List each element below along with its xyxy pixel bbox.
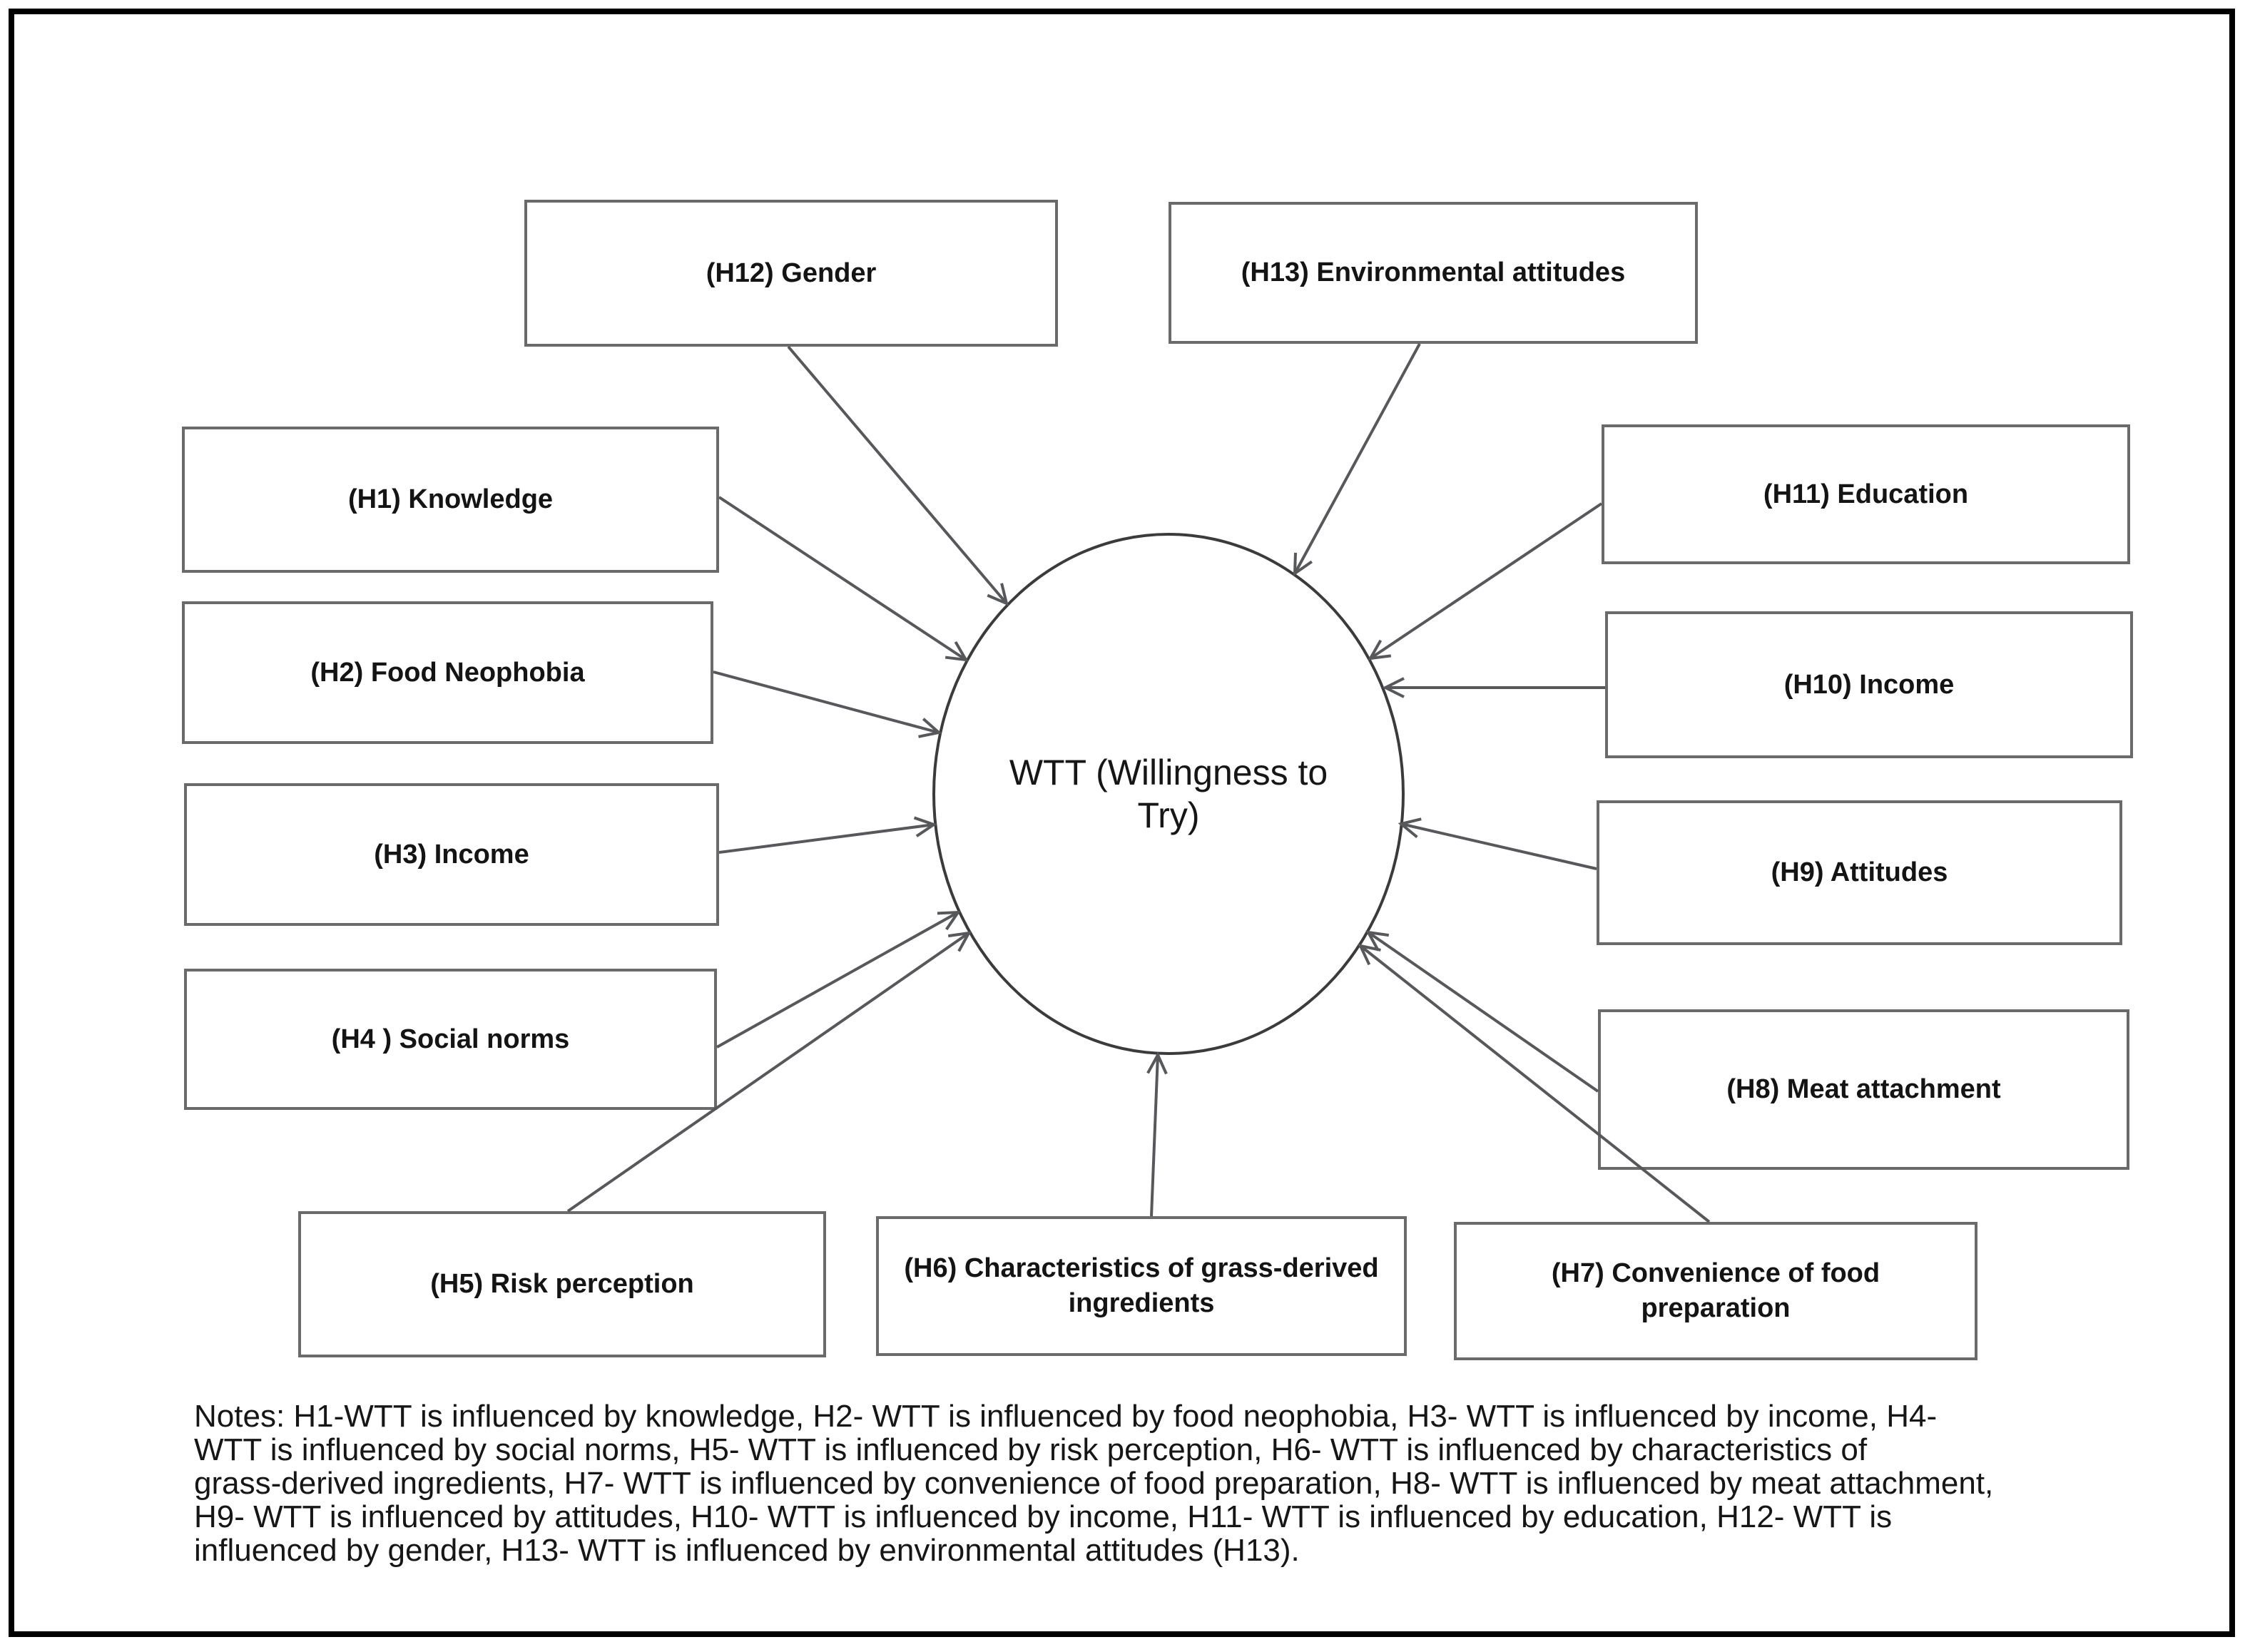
notes-line: H9- WTT is influenced by attitudes, H10-… bbox=[194, 1499, 1893, 1534]
wtt-label-line2: Try) bbox=[1137, 795, 1200, 835]
node-h10-income: (H10) Income bbox=[1605, 611, 2133, 758]
node-h6-characteristics: (H6) Characteristics of grass-derived in… bbox=[876, 1216, 1407, 1356]
node-h8-meat-attachment: (H8) Meat attachment bbox=[1598, 1009, 2129, 1170]
node-h2-food-neophobia: (H2) Food Neophobia bbox=[182, 601, 713, 744]
node-h4-social-norms: (H4 ) Social norms bbox=[184, 969, 717, 1110]
node-h3-income: (H3) Income bbox=[184, 783, 719, 926]
node-h1-knowledge: (H1) Knowledge bbox=[182, 427, 719, 573]
node-h7-convenience: (H7) Convenience of food preparation bbox=[1454, 1222, 1977, 1360]
figure-notes: Notes: H1-WTT is influenced by knowledge… bbox=[194, 1399, 2192, 1567]
node-h9-attitudes: (H9) Attitudes bbox=[1597, 800, 2122, 945]
node-h12-gender: (H12) Gender bbox=[524, 200, 1058, 347]
wtt-label-line1: WTT (Willingness to bbox=[1009, 753, 1328, 792]
node-h13-environmental-attitudes: (H13) Environmental attitudes bbox=[1169, 202, 1698, 344]
node-h11-education: (H11) Education bbox=[1602, 424, 2130, 564]
notes-line: influenced by gender, H13- WTT is influe… bbox=[194, 1533, 1300, 1568]
notes-line: Notes: H1-WTT is influenced by knowledge… bbox=[194, 1399, 1938, 1434]
figure-border bbox=[9, 9, 2235, 1637]
notes-line: WTT is influenced by social norms, H5- W… bbox=[194, 1432, 1868, 1467]
node-h5-risk-perception: (H5) Risk perception bbox=[298, 1211, 826, 1357]
wtt-central-ellipse: WTT (Willingness to Try) bbox=[932, 533, 1405, 1055]
notes-line: grass-derived ingredients, H7- WTT is in… bbox=[194, 1466, 1994, 1501]
